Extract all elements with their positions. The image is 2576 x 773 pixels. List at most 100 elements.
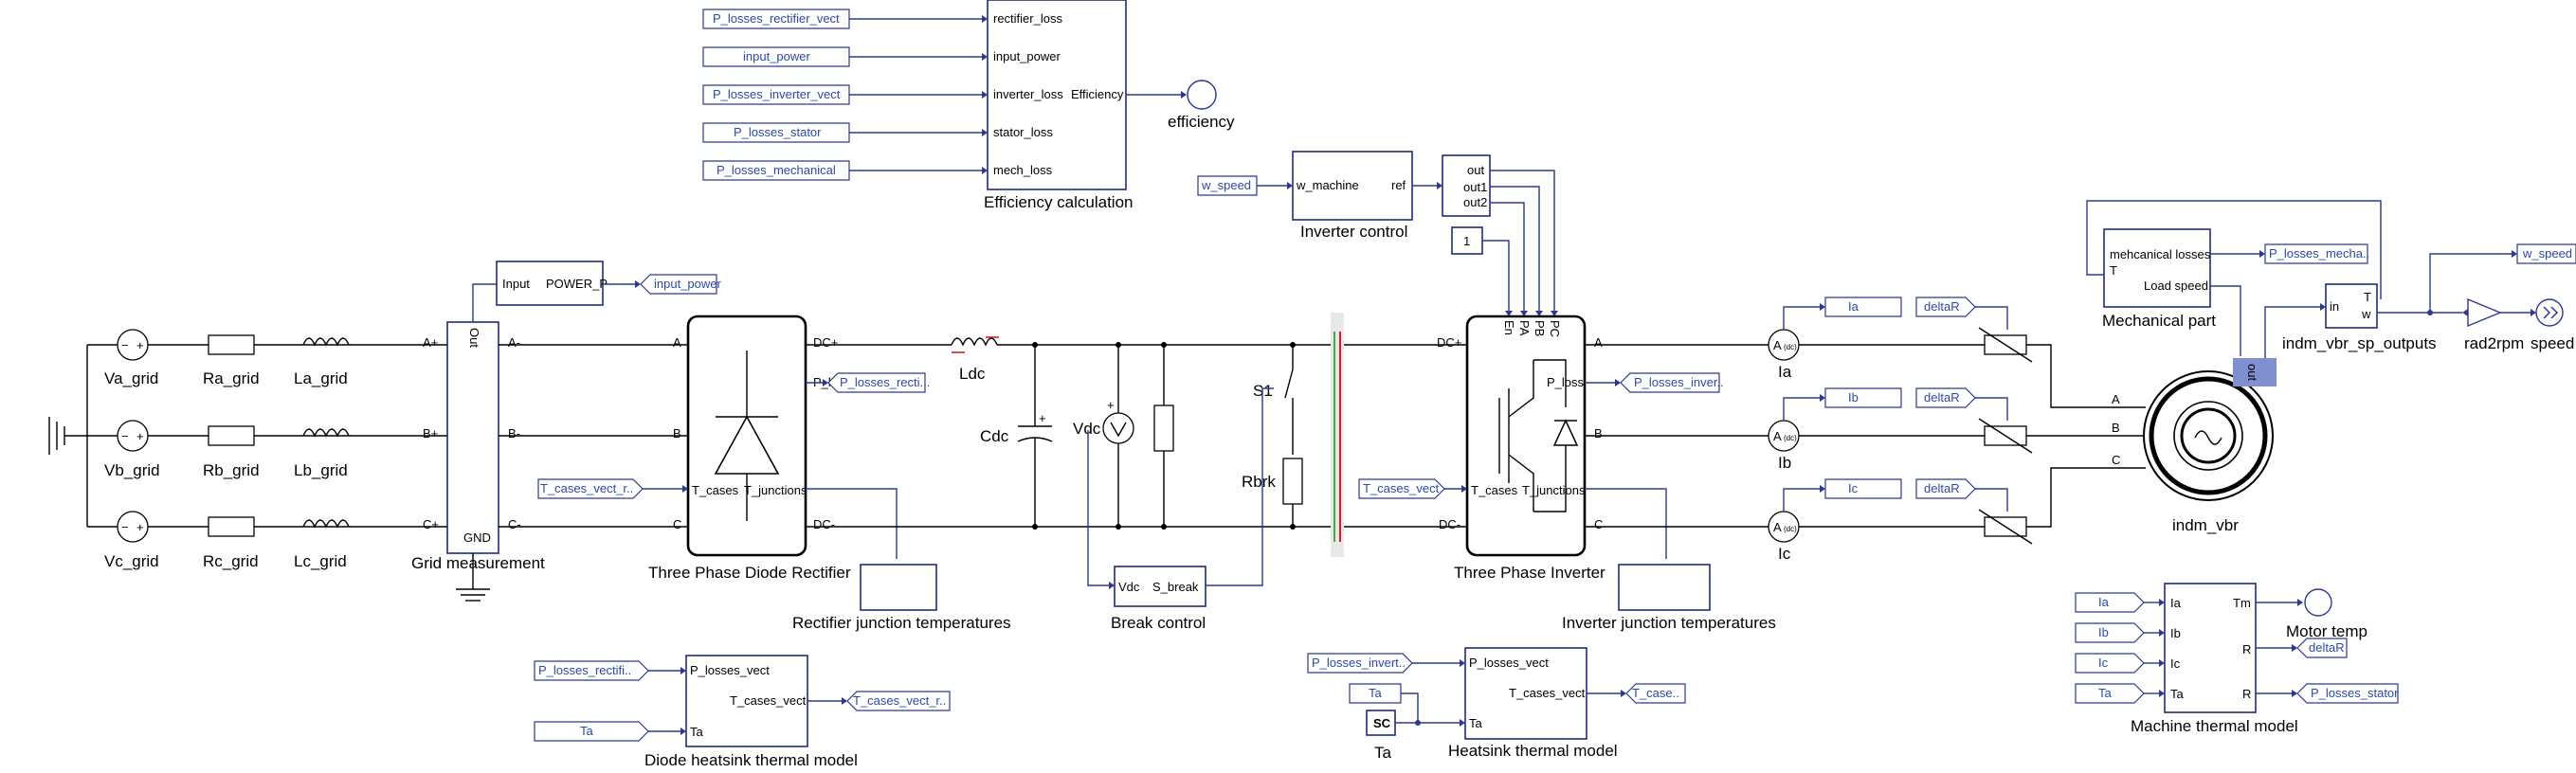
eff-tag-3[interactable] <box>702 122 850 143</box>
ldc-inductor[interactable] <box>951 337 998 347</box>
ib-goto-tag[interactable] <box>1824 387 1902 408</box>
ammeter-ib[interactable]: A (dc) <box>1768 420 1800 452</box>
speed-label: speed <box>2531 334 2574 352</box>
inv-ploss-goto-tag[interactable] <box>1620 372 1720 393</box>
rectifier-junction-temperatures-scope[interactable] <box>860 564 937 611</box>
inv-tcases-from-tag[interactable] <box>1358 478 1445 499</box>
p-losses-mech-goto-tag[interactable] <box>2264 243 2368 264</box>
mechanical-part-label: Mechanical part <box>2102 312 2216 330</box>
mt-ta-from-tag[interactable] <box>2075 683 2145 704</box>
speed-scope-icon[interactable] <box>2535 298 2564 327</box>
rect-ploss-goto-tag[interactable] <box>827 372 926 393</box>
deltar-from-tag-a[interactable] <box>1915 297 1976 317</box>
dc-link-resistor[interactable] <box>1153 404 1174 452</box>
ammeter-ia[interactable]: A (dc) <box>1768 329 1800 361</box>
inverter-junction-temperatures-scope[interactable] <box>1618 564 1711 611</box>
inv-gate-pa: PA <box>1517 320 1532 336</box>
efficiency-calculation-block[interactable] <box>987 0 1127 190</box>
vb-grid-source[interactable]: −+ <box>117 420 149 452</box>
heatsink-thermal-label: Heatsink thermal model <box>1448 742 1618 760</box>
rad2rpm-gain[interactable] <box>2467 297 2502 328</box>
w-speed-from-tag[interactable] <box>1197 175 1258 196</box>
eff-tag-2[interactable] <box>702 84 850 105</box>
hs-thermal-ploss-from-text: P_losses_invert.. <box>1312 656 1406 670</box>
outputs-in-port: in <box>2330 299 2339 314</box>
ia-goto-tag[interactable] <box>1824 297 1902 317</box>
deltar-from-tag-c[interactable] <box>1915 478 1976 499</box>
mt-ia-from-tag[interactable] <box>2075 592 2145 613</box>
power-p-block[interactable] <box>496 261 604 306</box>
mt-deltar-goto-tag[interactable] <box>2296 638 2348 658</box>
hs-thermal-tcases-goto-tag[interactable] <box>1625 683 1686 704</box>
induction-machine-icon[interactable] <box>2143 370 2274 501</box>
diode-thermal-ploss-from-tag[interactable] <box>534 660 649 681</box>
constant-one-block[interactable] <box>1451 226 1483 255</box>
mt-ic-from-tag[interactable] <box>2075 653 2145 674</box>
break-control-block[interactable] <box>1114 566 1206 607</box>
lb-grid-inductor[interactable] <box>302 428 350 438</box>
rect-tcases-from-text: T_cases_vect_r.. <box>540 481 633 495</box>
ia-label: Ia <box>1778 363 1792 381</box>
rc-grid-resistor[interactable] <box>208 516 255 537</box>
diode-thermal-tcases-goto-tag[interactable] <box>846 691 951 711</box>
eff-tag-0[interactable] <box>702 9 850 29</box>
ic-goto-text: Ic <box>1848 481 1859 495</box>
deltar-from-tag-b[interactable] <box>1915 387 1976 408</box>
lc-grid-inductor[interactable] <box>302 519 350 529</box>
hs-thermal-ta-from-tag[interactable] <box>1349 683 1402 704</box>
diode-heatsink-thermal-model-block[interactable] <box>685 655 808 747</box>
cdc-capacitor[interactable]: + <box>1017 345 1053 527</box>
mt-stator-goto-tag[interactable] <box>2296 683 2399 704</box>
mt-out-r2: R <box>2242 687 2251 701</box>
diode-thermal-ta-from-tag[interactable] <box>534 721 649 742</box>
inv-tcases-port: T_cases <box>1471 483 1518 497</box>
hs-thermal-ploss-from-tag[interactable] <box>1307 653 1413 674</box>
demux-block[interactable] <box>1442 154 1491 217</box>
input-power-goto-tag[interactable] <box>640 274 717 295</box>
vc-grid-source[interactable]: −+ <box>117 511 149 543</box>
w-speed-goto-tag[interactable] <box>2516 243 2576 264</box>
eff-tag-3-text: P_losses_stator <box>734 125 822 139</box>
outputs-block-label: indm_vbr_sp_outputs <box>2282 334 2437 352</box>
gm-bm-port: B- <box>508 426 520 440</box>
lc-grid-label: Lc_grid <box>294 552 347 570</box>
rect-tjunc-port: T_junctions <box>744 483 807 497</box>
eff-tag-4[interactable] <box>702 160 850 181</box>
machine-thermal-model-block[interactable] <box>2164 583 2257 713</box>
ammeter-ic[interactable]: A (dc) <box>1768 511 1800 543</box>
grid-measurement-block[interactable] <box>446 321 499 554</box>
hs-thermal-tcases-goto-text: T_case.. <box>1632 686 1679 700</box>
rbrk-resistor[interactable] <box>1282 458 1303 505</box>
mechanical-part-block[interactable] <box>2103 228 2211 308</box>
indm-vbr-sp-outputs-block[interactable] <box>2325 283 2378 329</box>
la-grid-inductor[interactable] <box>302 337 350 347</box>
constant-one-value: 1 <box>1463 234 1470 248</box>
diode-thermal-out: T_cases_vect <box>730 693 807 708</box>
vdc-voltmeter[interactable]: + <box>1102 345 1134 527</box>
ra-grid-resistor[interactable] <box>208 334 255 355</box>
rect-ploss-goto-text: P_losses_recti... <box>840 375 930 389</box>
hs-thermal-in1: P_losses_vect <box>1469 656 1549 670</box>
ldc-label: Ldc <box>959 365 986 383</box>
inv-ctrl-out-port: ref <box>1391 178 1406 192</box>
heatsink-thermal-model-block[interactable] <box>1464 647 1587 740</box>
svg-text:+: + <box>136 520 144 534</box>
motor-temp-terminator[interactable] <box>2304 588 2332 617</box>
gm-cp-port: C+ <box>423 517 439 531</box>
lb-grid-label: Lb_grid <box>294 461 348 479</box>
rb-grid-resistor[interactable] <box>208 425 255 446</box>
mt-in-ta: Ta <box>2170 687 2185 701</box>
rect-tcases-from-tag[interactable] <box>537 478 644 499</box>
mt-ib-from-tag[interactable] <box>2075 622 2145 643</box>
va-grid-source[interactable]: −+ <box>117 329 149 361</box>
eff-tag-1[interactable] <box>702 46 850 67</box>
cdc-label: Cdc <box>980 427 1009 445</box>
ic-goto-tag[interactable] <box>1824 478 1902 499</box>
svg-text:(dc): (dc) <box>1784 434 1797 442</box>
machine-b-port: B <box>2112 421 2120 435</box>
s1-switch[interactable] <box>1284 345 1294 455</box>
efficiency-terminator[interactable] <box>1187 80 1217 110</box>
ib-goto-text: Ib <box>1848 390 1859 404</box>
outputs-w-port: w <box>2361 307 2371 321</box>
